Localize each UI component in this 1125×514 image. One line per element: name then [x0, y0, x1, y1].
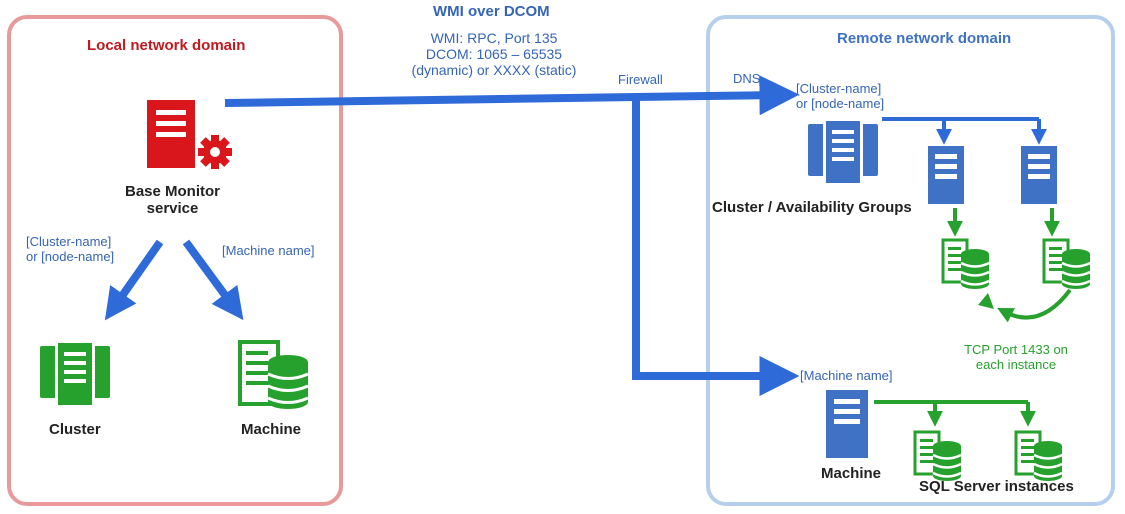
remote-domain-title: Remote network domain — [837, 30, 1012, 47]
gear-icon — [198, 135, 232, 169]
cluster-node2-server-icon — [1021, 146, 1057, 204]
wmi-title: WMI over DCOM — [433, 3, 550, 20]
remote-cluster-target-line2: or [node-name] — [796, 95, 885, 111]
arrow-to-cluster — [104, 239, 164, 321]
wmi-details-line1: WMI: RPC, Port 135 — [430, 30, 558, 46]
remote-domain-box — [706, 15, 1115, 506]
tcp-port-line2: each instance — [975, 356, 1057, 372]
sql-instance1-icon — [913, 430, 963, 483]
remote-machine-target-label: [Machine name] — [800, 368, 893, 383]
remote-cluster-label: Cluster / Availability Groups — [712, 199, 912, 216]
remote-machine-label: Machine — [821, 465, 882, 482]
remote-machine-server-icon — [826, 390, 868, 458]
firewall-label: Firewall — [618, 72, 663, 87]
remote-cluster-target-label: [Cluster-name] or [node-name] — [796, 81, 885, 112]
wmi-details: WMI: RPC, Port 135 DCOM: 1065 – 65535 (d… — [396, 30, 592, 78]
base-monitor-label-line2: service — [146, 200, 199, 218]
wmi-details-line2: DCOM: 1065 – 65535 — [425, 46, 563, 63]
dns-label: DNS — [733, 71, 761, 86]
wmi-details-line3: (dynamic) or XXXX (static) — [411, 62, 577, 79]
local-cluster-edge-label-line2: or [node-name] — [26, 248, 115, 264]
base-monitor-label: Base Monitor service — [110, 183, 235, 218]
cluster-node1-instance-icon — [941, 238, 991, 291]
arrow-to-machine — [182, 239, 244, 321]
local-machine-label: Machine — [241, 421, 302, 438]
local-machine-icon — [238, 340, 309, 409]
local-cluster-edge-label: [Cluster-name] or [node-name] — [26, 234, 115, 265]
local-cluster-icon — [40, 340, 110, 408]
sql-instances-label: SQL Server instances — [919, 478, 1074, 495]
remote-cluster-target-line1: [Cluster-name] — [796, 81, 882, 96]
cluster-node2-instance-icon — [1042, 238, 1092, 291]
base-monitor-label-line1: Base Monitor — [124, 183, 220, 200]
remote-cluster-icon — [808, 118, 878, 186]
tcp-port-label: TCP Port 1433 on each instance — [952, 342, 1080, 373]
wmi-main-arrow — [224, 75, 800, 116]
local-domain-box — [7, 15, 343, 506]
cluster-node1-server-icon — [928, 146, 964, 204]
ag-sync-arrow — [997, 288, 1072, 323]
sql-instance2-icon — [1014, 430, 1064, 483]
base-monitor-server-icon — [147, 100, 195, 168]
ag-sync-arrow-left-head — [978, 293, 994, 309]
local-machine-edge-label: [Machine name] — [222, 243, 315, 258]
local-domain-title: Local network domain — [87, 37, 246, 54]
firewall-branch-arrow — [632, 99, 800, 396]
local-cluster-label: Cluster — [49, 421, 101, 438]
local-cluster-edge-label-line1: [Cluster-name] — [26, 234, 112, 249]
tcp-port-line1: TCP Port 1433 on — [964, 342, 1068, 357]
